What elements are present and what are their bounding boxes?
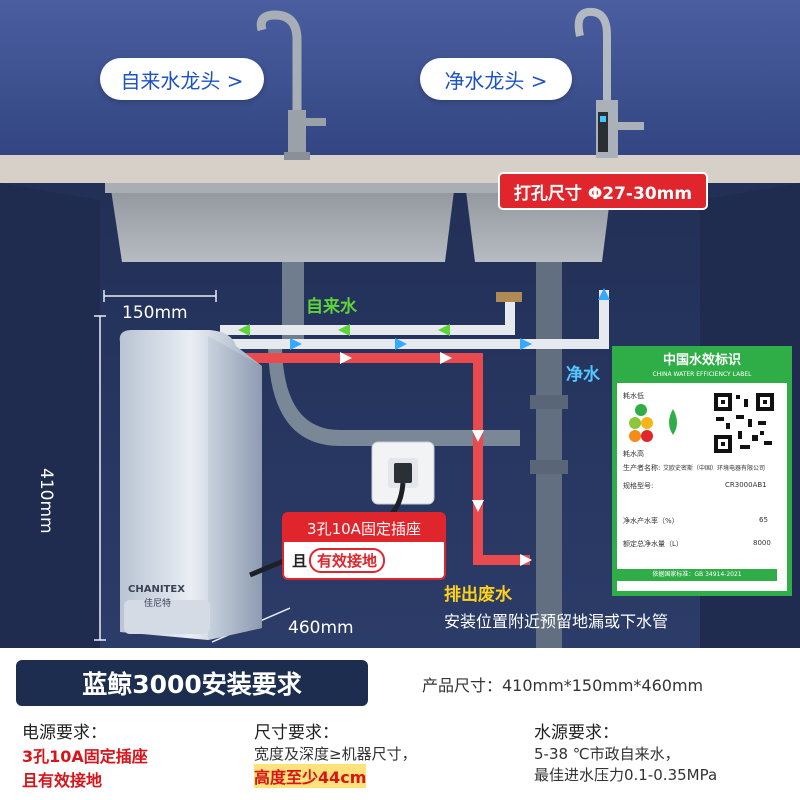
brand-name-cn: 佳尼特 bbox=[144, 599, 172, 609]
tap-water-flow-label: 自来水 bbox=[306, 297, 357, 317]
power-requirement-line1: 3孔10A固定插座 bbox=[22, 747, 148, 766]
pure-faucet bbox=[574, 7, 644, 158]
product-title-bar: 蓝鲸3000安装要求 bbox=[16, 660, 368, 706]
pure-faucet-label: 净水龙头 > bbox=[420, 58, 572, 100]
water-requirement: 水源要求： 5-38 ℃市政自来水， 最佳进水压力0.1-0.35MPa bbox=[534, 718, 794, 785]
requirements-panel: 蓝鲸3000安装要求 产品尺寸：410mm*150mm*460mm 电源要求： … bbox=[0, 648, 800, 800]
drain-pipes bbox=[268, 262, 568, 648]
dimension-lines bbox=[94, 290, 291, 643]
efficiency-grade-unit: 级 bbox=[684, 419, 691, 427]
socket-note-line2: 且 有效接地 bbox=[292, 548, 386, 573]
socket-note-prefix: 且 bbox=[292, 552, 308, 570]
power-requirement-line2: 且有效接地 bbox=[22, 771, 103, 790]
socket-note-line1: 3孔10A固定插座 bbox=[284, 514, 444, 542]
waste-water-flow-label: 排出废水 bbox=[444, 585, 512, 605]
efficiency-title-cn: 中国水效标识 bbox=[617, 351, 787, 371]
tap-faucet-label: 自来水龙头 > bbox=[100, 58, 264, 100]
brand-name-en: CHANITEX bbox=[128, 584, 185, 595]
tap-water-pipe bbox=[220, 292, 522, 336]
sink-left bbox=[110, 183, 455, 262]
socket-note: 3孔10A固定插座 且 有效接地 bbox=[282, 512, 446, 580]
product-size: 产品尺寸：410mm*150mm*460mm bbox=[422, 676, 704, 695]
water-requirement-title: 水源要求： bbox=[534, 723, 619, 743]
efficiency-model-key: 规格型号: bbox=[623, 482, 654, 490]
depth-dimension: 460mm bbox=[288, 618, 354, 638]
power-requirement: 电源要求： 3孔10A固定插座 且有效接地 bbox=[22, 718, 232, 791]
waste-water-pipe bbox=[220, 352, 532, 566]
drain-note: 安装位置附近预留地漏或下水管 bbox=[444, 612, 669, 631]
grounded-badge: 有效接地 bbox=[309, 548, 386, 573]
water-requirement-line2: 最佳进水压力0.1-0.35MPa bbox=[534, 766, 718, 784]
water-requirement-line1: 5-38 ℃市政自来水， bbox=[534, 745, 680, 763]
power-requirement-title: 电源要求： bbox=[22, 723, 107, 743]
width-dimension: 150mm bbox=[122, 303, 188, 323]
efficiency-model-val: CR3000AB1 bbox=[725, 481, 767, 489]
pure-water-flow-label: 净水 bbox=[566, 365, 600, 385]
efficiency-manufacturer-key: 生产者名称: bbox=[623, 464, 661, 472]
efficiency-standard: 依据国家标准：GB 34914-2021 bbox=[617, 569, 777, 581]
qr-code-icon bbox=[712, 391, 776, 455]
efficiency-title-en: CHINA WATER EFFICIENCY LABEL bbox=[617, 371, 787, 383]
water-purifier-unit bbox=[119, 330, 262, 640]
efficiency-total-val: 8000 bbox=[753, 539, 771, 547]
size-requirement-line2: 高度至少44cm bbox=[254, 764, 367, 788]
efficiency-manufacturer-val: 艾欧史密斯（中国）环境电器有限公司 bbox=[663, 465, 766, 472]
size-requirement: 尺寸要求： 宽度及深度≥机器尺寸， 高度至少44cm bbox=[254, 718, 514, 788]
efficiency-high-text: 耗水高 bbox=[623, 450, 644, 458]
size-requirement-line1: 宽度及深度≥机器尺寸， bbox=[254, 745, 417, 763]
size-requirement-title: 尺寸要求： bbox=[254, 723, 339, 743]
efficiency-grade: 1 bbox=[677, 417, 684, 428]
height-dimension: 410mm bbox=[36, 468, 56, 534]
water-efficiency-label: 中国水效标识 CHINA WATER EFFICIENCY LABEL 耗水低 … bbox=[612, 346, 792, 596]
pure-water-pipe bbox=[220, 288, 610, 350]
hole-size-tag: 打孔尺寸 Φ27-30mm bbox=[498, 172, 708, 210]
tap-faucet bbox=[256, 10, 326, 160]
efficiency-ratio-key: 净水产水率（%） bbox=[623, 517, 679, 525]
efficiency-total-key: 额定总净水量（L） bbox=[623, 540, 683, 548]
efficiency-ratio-val: 65 bbox=[759, 516, 768, 524]
efficiency-low-text: 耗水低 bbox=[623, 392, 644, 400]
efficiency-droplets-icon bbox=[629, 404, 677, 442]
